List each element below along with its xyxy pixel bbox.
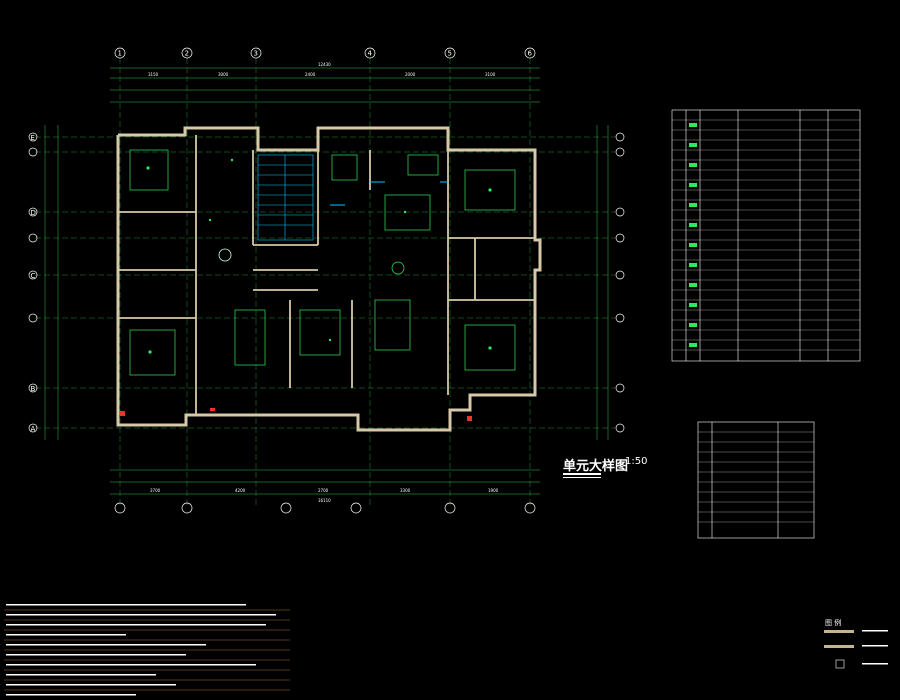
fixtures [129, 149, 516, 376]
axis-grid-horizontal [35, 136, 615, 429]
general-notes-text [6, 604, 276, 696]
symbol-schedule-rows [698, 431, 814, 523]
dim-top-2: 3000 [218, 72, 229, 77]
dim-top-1: 3150 [148, 72, 159, 77]
dim-overall-top: 12430 [318, 62, 331, 67]
axis-label-b: B [31, 385, 36, 393]
dim-top-3: 2400 [305, 72, 316, 77]
axis-label-d: D [31, 209, 36, 217]
stair-icon [257, 154, 314, 241]
legend-swatch-icon [824, 630, 888, 669]
dim-top-4: 2000 [405, 72, 416, 77]
axis-grid-vertical [119, 58, 531, 505]
legend-heading: 图 例 [825, 619, 842, 627]
red-markers [120, 408, 472, 421]
drawing-title-block: 单元大样图 1:50 [563, 455, 653, 487]
axis-label-c: C [31, 272, 36, 280]
equipment-schedule-table [671, 109, 861, 362]
dimension-lines [44, 67, 609, 495]
dim-bottom-5: 1900 [488, 488, 499, 493]
general-notes [4, 609, 290, 691]
dim-bottom-2: 4200 [235, 488, 246, 493]
symbol-schedule-table [697, 421, 815, 539]
dim-overall-bottom: 16110 [318, 498, 331, 503]
drawing-scale: 1:50 [625, 456, 648, 467]
axis-label-1: 1 [118, 50, 122, 58]
dim-bottom-1: 3700 [150, 488, 161, 493]
axis-label-5: 5 [448, 50, 452, 58]
axis-bubbles-bottom [114, 502, 536, 514]
floor-plan-walls [116, 126, 542, 432]
equipment-schedule-swatches [689, 123, 697, 347]
dimension-texts: 12430 3150 3000 2400 2000 3100 3700 4200… [148, 62, 499, 503]
axis-label-e: E [31, 134, 35, 142]
dim-top-5: 3100 [485, 72, 496, 77]
axis-label-a: A [31, 425, 36, 433]
equipment-schedule-rows [672, 119, 860, 351]
title-underline [563, 473, 601, 475]
room-symbol-icon [146, 158, 492, 354]
axis-label-2: 2 [185, 50, 189, 58]
axis-labels-top: 1 2 3 4 5 6 [118, 50, 533, 58]
dim-bottom-3: 2700 [318, 488, 329, 493]
axis-label-6: 6 [528, 50, 533, 58]
north-arrow-icon [218, 248, 232, 262]
axis-bubbles-left [28, 132, 38, 433]
title-underline-thin [563, 477, 601, 478]
dim-bottom-4: 3300 [400, 488, 411, 493]
drawing-title: 单元大样图 [563, 459, 629, 474]
axis-bubbles-top [114, 47, 536, 59]
axis-label-3: 3 [254, 50, 258, 58]
axis-labels-left: E D C B A [31, 134, 36, 433]
accent-marks [330, 181, 448, 206]
axis-bubbles-right [615, 132, 625, 433]
axis-label-4: 4 [368, 50, 373, 58]
interior-walls [118, 135, 535, 415]
